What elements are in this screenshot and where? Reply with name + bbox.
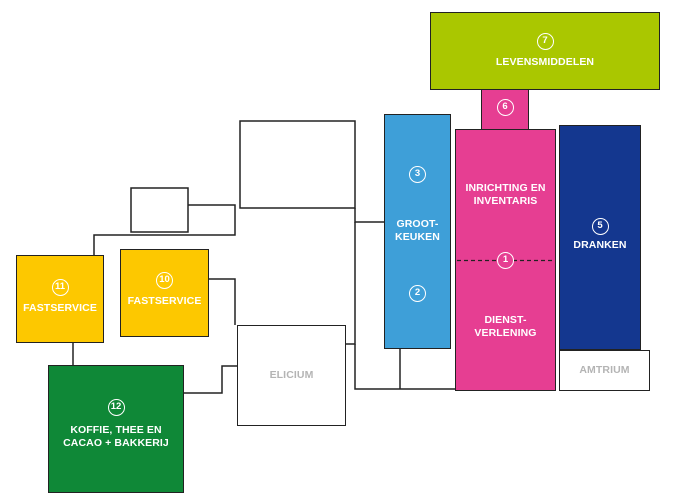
- small-annex-box: [130, 187, 189, 233]
- hall-label-inrichting: INRICHTING EN INVENTARIS: [465, 182, 546, 207]
- hall-number-3: 3: [409, 166, 426, 183]
- hall-label-dienstverlening: DIENST- VERLENING: [474, 314, 537, 339]
- hall-fastservice-10[interactable]: 10 FASTSERVICE: [120, 249, 209, 337]
- hall-fastservice-11[interactable]: 11 FASTSERVICE: [16, 255, 104, 343]
- hall-label-fastservice-10: FASTSERVICE: [127, 295, 202, 307]
- hall-number-2: 2: [409, 285, 426, 302]
- corridor-top-left: [93, 204, 236, 255]
- hall-number-5: 5: [591, 217, 609, 235]
- hall-label-dranken: DRANKEN: [573, 238, 627, 251]
- hall-label-levensmiddelen: LEVENSMIDDELEN: [495, 56, 595, 68]
- corridor-elicium-right: [344, 222, 356, 345]
- hall-divider: [457, 259, 554, 262]
- hall-number-10: 10: [156, 272, 173, 289]
- corridor-bottom: [354, 344, 455, 390]
- corridor-fastservice10: [209, 278, 236, 325]
- hall-dranken[interactable]: 5 DRANKEN: [559, 125, 641, 350]
- hall-label-fastservice-11: FASTSERVICE: [23, 302, 97, 314]
- hall-number-1: 1: [497, 252, 514, 269]
- hall-levensmiddelen[interactable]: 7 LEVENSMIDDELEN: [430, 12, 660, 90]
- hall-label-grootkeuken: GROOT- KEUKEN: [395, 218, 440, 243]
- hall-6[interactable]: 6: [481, 89, 529, 130]
- corridor-to-grootkeuken: [354, 208, 384, 223]
- empty-hall-top: [239, 120, 356, 209]
- hall-number-11: 11: [51, 279, 69, 296]
- hall-grootkeuken[interactable]: [384, 114, 451, 349]
- hall-amtrium[interactable]: AMTRIUM: [559, 350, 650, 391]
- hall-number-12: 12: [107, 398, 125, 416]
- hall-number-6: 6: [496, 99, 514, 116]
- hall-number-7: 7: [536, 33, 554, 50]
- hall-koffie-bakkerij[interactable]: 12 KOFFIE, THEE EN CACAO + BAKKERIJ: [48, 365, 184, 493]
- hall-label-amtrium: AMTRIUM: [579, 364, 630, 376]
- corridor-koffie-elicium: [183, 365, 238, 394]
- hall-label-elicium: ELICIUM: [269, 369, 314, 381]
- hall-elicium[interactable]: ELICIUM: [237, 325, 346, 426]
- hall-label-koffie: KOFFIE, THEE EN CACAO + BAKKERIJ: [63, 423, 169, 449]
